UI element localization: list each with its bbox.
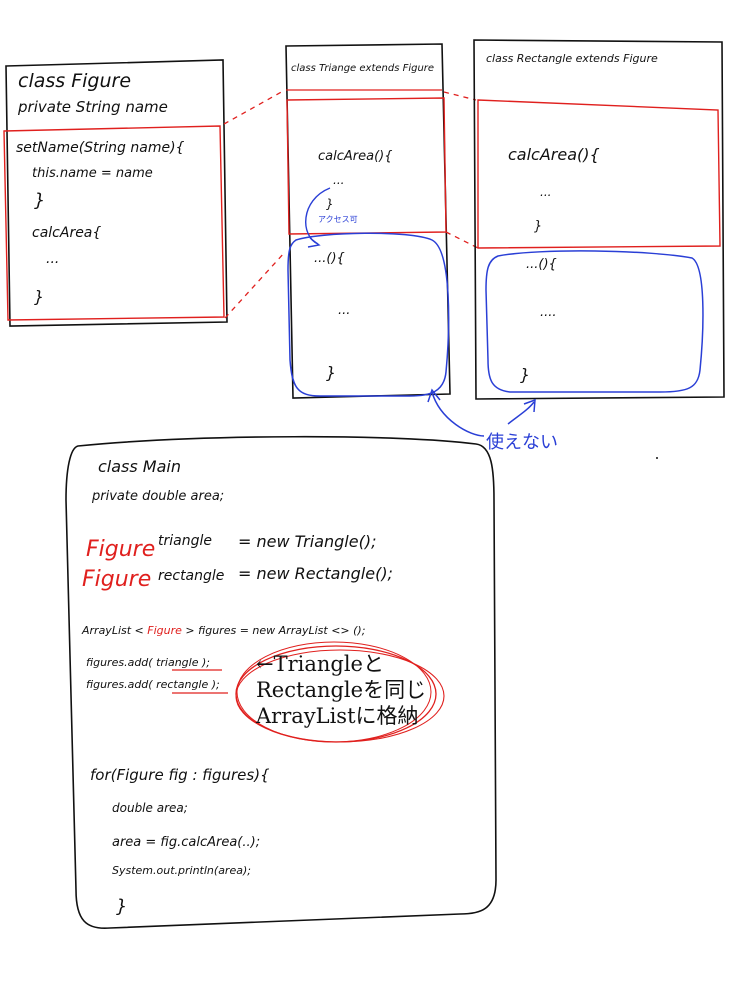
- unusable-arrow-right: [507, 401, 535, 425]
- triangle-declaration: Figure: [86, 537, 155, 562]
- rectangle-class-header: class Rectangle extends Figure: [486, 52, 658, 65]
- rectangle-box-outline: [473, 39, 725, 400]
- connector-triangle-top: [443, 91, 477, 101]
- triangle-red-region: [286, 97, 447, 235]
- figure-assign-line: this.name = name: [32, 166, 153, 181]
- figure-calcarea-dots: ...: [46, 251, 59, 267]
- access-allowed-note: アクセス可: [318, 215, 358, 224]
- figure-close-2: }: [34, 287, 44, 306]
- add-triangle-suffix: );: [201, 656, 210, 669]
- triangle-decl-type: Figure: [86, 537, 155, 562]
- figure-calcarea-method: calcArea{: [32, 225, 101, 241]
- note-line-2: Rectangleを同じ: [256, 678, 426, 702]
- access-arrow-head: [307, 237, 321, 248]
- rectangle-decl-name: rectangle: [158, 568, 224, 584]
- unusable-arrow-right-head: [523, 398, 536, 413]
- triangle-decl-name: triangle: [158, 533, 212, 549]
- rectangle-other-close: }: [520, 365, 530, 384]
- println-line: System.out.println(area);: [112, 864, 251, 877]
- arraylist-declaration: ArrayList < Figure > figures = new Array…: [81, 624, 365, 637]
- rectangle-declaration: Figure: [82, 567, 151, 592]
- triangle-other-method: ...(){: [314, 251, 345, 266]
- main-class-box: class Main private double area; Figure t…: [65, 435, 497, 930]
- for-loop-close: }: [116, 896, 127, 917]
- rectangle-decl-type: Figure: [82, 567, 151, 592]
- rectangle-red-region: [477, 99, 721, 249]
- figure-close-1: }: [34, 190, 45, 211]
- figure-class-name: class Figure: [18, 70, 131, 92]
- arraylist-prefix: ArrayList <: [81, 624, 144, 637]
- figure-red-region: [3, 125, 225, 321]
- unusable-note: 使えない: [486, 432, 558, 453]
- triangle-class-header: class Triange extends Figure: [291, 63, 434, 74]
- rectangle-other-dots: ....: [540, 305, 557, 320]
- rectangle-blue-region: [485, 250, 704, 393]
- connector-figure-top: [223, 89, 286, 125]
- stray-dot: [656, 457, 658, 459]
- main-class-name: class Main: [98, 457, 181, 476]
- add-rectangle-arg: rectangle: [156, 678, 208, 691]
- figure-setname-method: setName(String name){: [16, 140, 185, 156]
- main-box-outline: [65, 435, 497, 930]
- note-line-1: ←Triangleと: [256, 652, 384, 676]
- triangle-box-outline: [285, 43, 451, 399]
- add-triangle-prefix: figures.add(: [86, 656, 153, 669]
- add-rectangle-line: figures.add( rectangle );: [86, 678, 220, 691]
- rectangle-other-method: ...(){: [526, 257, 557, 272]
- figure-field: private String name: [17, 98, 168, 116]
- unusable-arrow-left-head: [427, 388, 441, 403]
- rectangle-class-box: class Rectangle extends Figure calcArea(…: [473, 39, 725, 400]
- rectangle-calcarea-dots: ...: [540, 185, 551, 199]
- arraylist-suffix: > figures = new ArrayList <> ();: [185, 624, 365, 637]
- add-rectangle-suffix: );: [211, 678, 220, 691]
- triangle-calcarea-method: calcArea(){: [318, 149, 393, 164]
- rectangle-decl-new: = new Rectangle();: [238, 564, 393, 583]
- rectangle-calcarea-close: }: [534, 219, 542, 234]
- double-area-line: double area;: [112, 801, 188, 815]
- for-loop-line: for(Figure fig : figures){: [90, 766, 270, 784]
- triangle-calcarea-close: }: [326, 197, 334, 211]
- rectangle-calcarea-method: calcArea(){: [508, 145, 600, 164]
- add-rectangle-prefix: figures.add(: [86, 678, 153, 691]
- main-field: private double area;: [91, 489, 224, 504]
- triangle-other-dots: ...: [338, 303, 350, 318]
- figure-box-outline: [5, 59, 228, 327]
- triangle-blue-region: [287, 232, 450, 397]
- unusable-arrow-left: [431, 391, 485, 437]
- connector-figure-bottom: [224, 251, 286, 319]
- triangle-other-close: }: [326, 363, 336, 382]
- triangle-decl-new: = new Triangle();: [238, 532, 376, 551]
- note-line-3: ArrayListに格納: [255, 704, 419, 728]
- triangle-class-box: class Triange extends Figure calcArea(){…: [285, 43, 451, 399]
- area-assign-line: area = fig.calcArea(..);: [112, 835, 260, 850]
- arraylist-type: Figure: [147, 624, 182, 637]
- triangle-calcarea-dots: ...: [333, 173, 344, 187]
- add-triangle-line: figures.add( triangle );: [86, 656, 210, 669]
- add-triangle-arg: triangle: [156, 656, 199, 669]
- connector-triangle-bottom: [445, 231, 479, 249]
- note-circle-3: [236, 641, 432, 743]
- unusable-annotation: 使えない: [427, 388, 558, 453]
- figure-class-box: class Figure private String name setName…: [3, 59, 228, 327]
